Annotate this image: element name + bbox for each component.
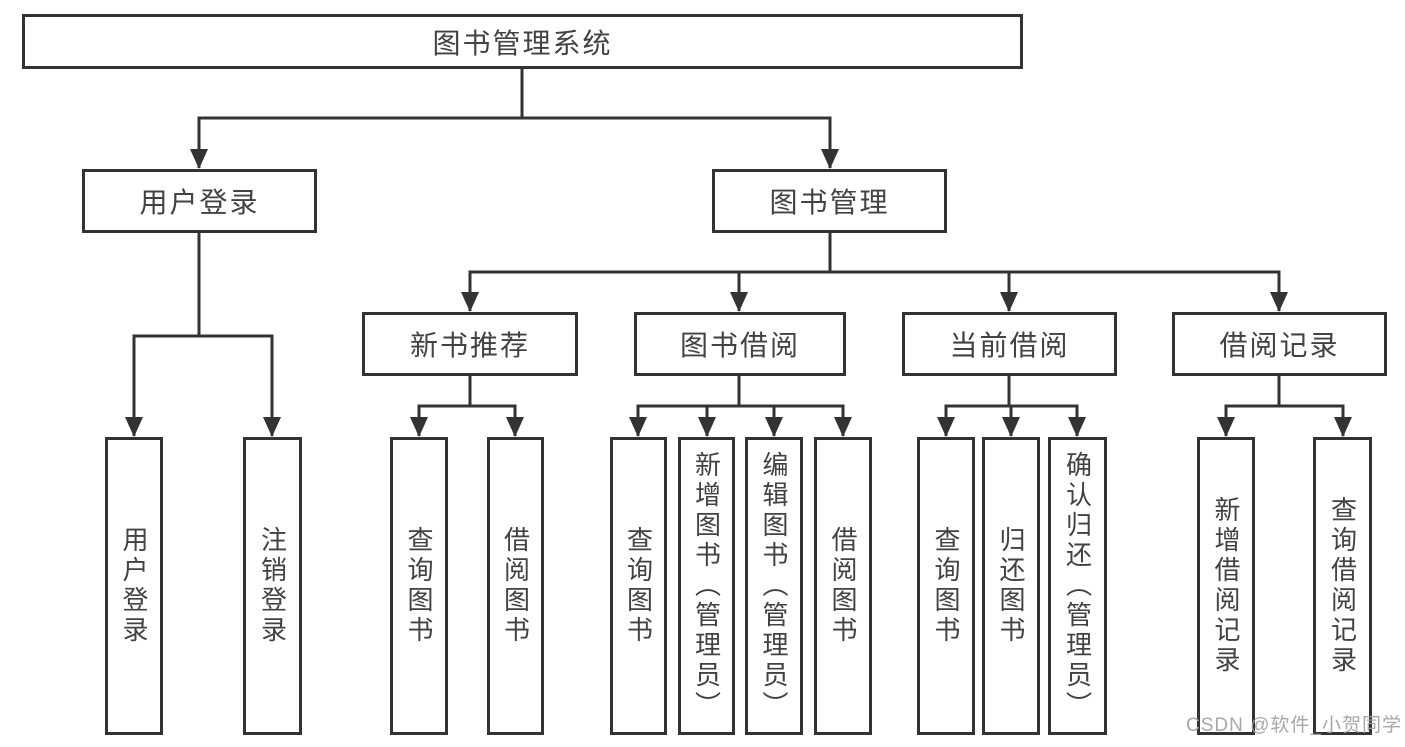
connector-arrows: [125, 118, 1352, 437]
node-user-login: 用户登录: [82, 169, 317, 233]
node-book-management: 图书管理: [712, 169, 947, 233]
leaf-cb-confirm-return-admin: 确认归还（管理员）: [1048, 437, 1107, 735]
leaf-label: 借阅图书: [500, 526, 531, 646]
leaf-br-query-record: 查询借阅记录: [1313, 437, 1372, 735]
leaf-bb-add-books-admin: 新增图书（管理员）: [678, 437, 735, 735]
node-borrow-records: 借阅记录: [1172, 312, 1387, 376]
leaf-label: 新增借阅记录: [1211, 496, 1241, 676]
leaf-user-login: 用户登录: [105, 437, 163, 735]
leaf-label: 查询图书: [931, 526, 961, 646]
leaf-nb-query-books: 查询图书: [390, 437, 448, 735]
leaf-cb-query-books: 查询图书: [917, 437, 975, 735]
connector-bus: [132, 67, 1345, 408]
leaf-label: 查询借阅记录: [1327, 496, 1358, 676]
leaf-label: 注销登录: [257, 526, 288, 646]
leaf-label: 确认归还（管理员）: [1062, 451, 1093, 721]
leaf-label: 归还图书: [996, 526, 1026, 646]
leaf-label: 编辑图书（管理员）: [759, 451, 789, 721]
node-new-book-recommend: 新书推荐: [362, 312, 578, 376]
leaf-bb-query-books: 查询图书: [610, 437, 667, 735]
leaf-label: 查询图书: [404, 526, 434, 646]
node-current-borrow: 当前借阅: [902, 312, 1117, 376]
leaf-label: 查询图书: [623, 526, 654, 646]
leaf-label: 借阅图书: [828, 526, 858, 646]
leaf-label: 新增图书（管理员）: [691, 451, 722, 721]
csdn-watermark: CSDN @软件_小贺同学: [1186, 715, 1402, 736]
leaf-logout: 注销登录: [243, 437, 302, 735]
leaf-cb-return-books: 归还图书: [982, 437, 1040, 735]
leaf-nb-borrow-books: 借阅图书: [487, 437, 544, 735]
leaf-br-add-record: 新增借阅记录: [1197, 437, 1255, 735]
leaf-bb-borrow-books: 借阅图书: [814, 437, 872, 735]
leaf-bb-edit-books-admin: 编辑图书（管理员）: [745, 437, 803, 735]
node-root-library-system: 图书管理系统: [22, 14, 1023, 69]
node-book-borrow: 图书借阅: [634, 312, 846, 376]
leaf-label: 用户登录: [119, 526, 149, 646]
